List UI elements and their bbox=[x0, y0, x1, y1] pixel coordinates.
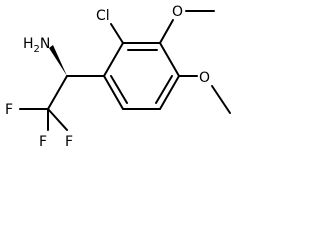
fluorine-label: F bbox=[65, 134, 73, 150]
methoxy-bond bbox=[159, 19, 174, 44]
oxygen-label: O bbox=[199, 70, 210, 86]
ring-double-bond bbox=[110, 75, 128, 104]
chemical-structure: Cl O O H2N F F F bbox=[5, 4, 231, 150]
fluorine-label: F bbox=[5, 102, 13, 118]
ring-double-bond bbox=[155, 75, 173, 104]
stereo-wedge-bond bbox=[49, 45, 67, 76]
chloro-bond bbox=[110, 23, 124, 44]
methyl-bond bbox=[211, 85, 231, 114]
ring-bond bbox=[159, 42, 180, 77]
amine-label: H2N bbox=[23, 36, 50, 55]
oxygen-label: O bbox=[172, 4, 183, 20]
chlorine-label: Cl bbox=[96, 8, 110, 24]
benzene-ring bbox=[103, 42, 180, 110]
ring-bond bbox=[159, 75, 180, 110]
cf3-carbon-bond bbox=[47, 75, 68, 110]
fluorine-bond bbox=[47, 108, 68, 131]
ring-bond bbox=[103, 75, 124, 110]
fluorine-label: F bbox=[39, 134, 47, 150]
ring-bond bbox=[103, 42, 124, 77]
